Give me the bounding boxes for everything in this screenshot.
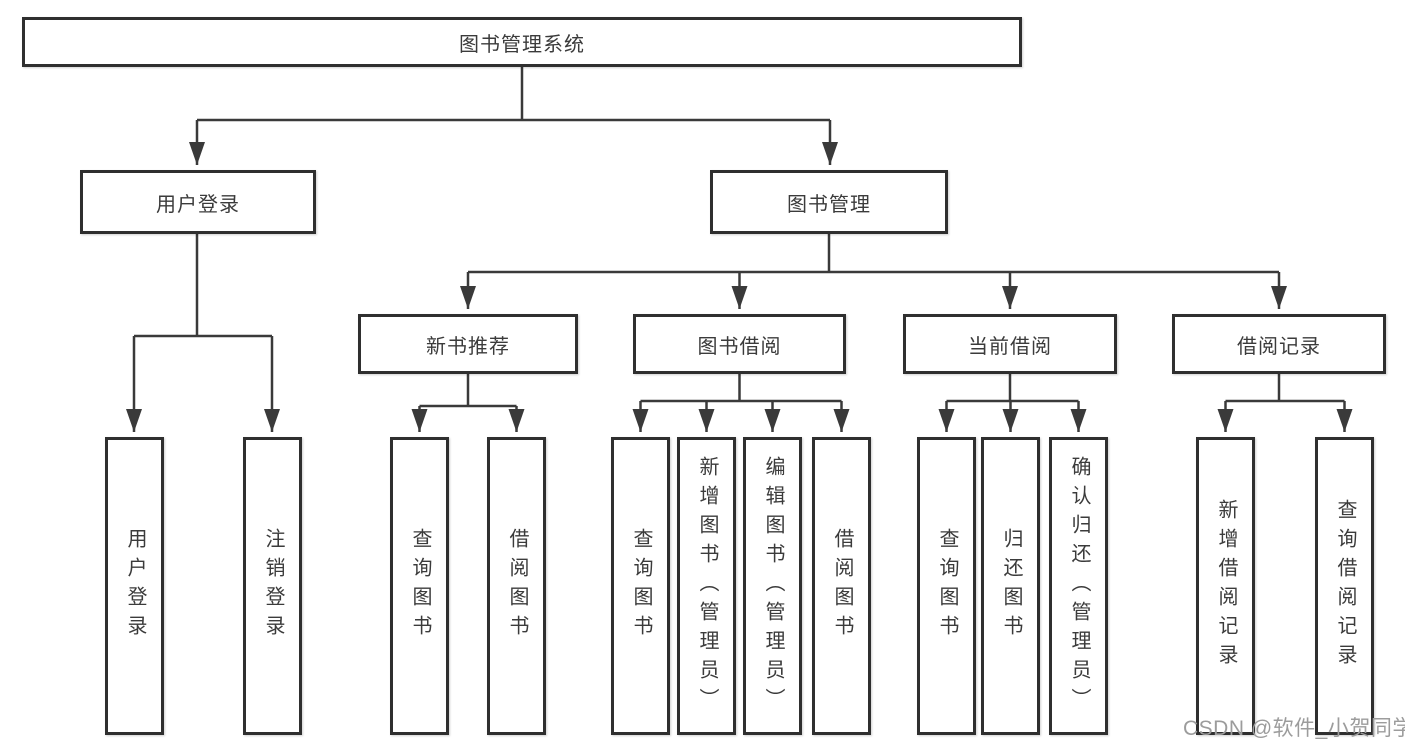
leaf-confirm-return-admin: 确认归还（管理员） <box>1049 437 1108 735</box>
node-current-borrowing: 当前借阅 <box>903 314 1117 374</box>
leaf-query-borrow-record: 查询借阅记录 <box>1315 437 1374 735</box>
node-library-management-system: 图书管理系统 <box>22 17 1022 67</box>
leaf-return-books: 归还图书 <box>981 437 1040 735</box>
node-new-book-recommend: 新书推荐 <box>358 314 578 374</box>
leaf-query-books-recommend: 查询图书 <box>390 437 449 735</box>
csdn-watermark: CSDN @软件_小贺同学 <box>1183 717 1405 740</box>
node-user-login: 用户登录 <box>80 170 316 234</box>
node-borrow-records: 借阅记录 <box>1172 314 1386 374</box>
leaf-logout: 注销登录 <box>243 437 302 735</box>
leaf-borrow-books-recommend: 借阅图书 <box>487 437 546 735</box>
leaf-add-books-admin: 新增图书（管理员） <box>677 437 736 735</box>
leaf-borrow-books-borrowing: 借阅图书 <box>812 437 871 735</box>
leaf-query-books-borrowing: 查询图书 <box>611 437 670 735</box>
node-book-borrowing: 图书借阅 <box>633 314 846 374</box>
leaf-user-login: 用户登录 <box>105 437 164 735</box>
leaf-add-borrow-record: 新增借阅记录 <box>1196 437 1255 735</box>
leaf-query-books-current: 查询图书 <box>917 437 976 735</box>
leaf-edit-books-admin: 编辑图书（管理员） <box>743 437 802 735</box>
node-book-management: 图书管理 <box>710 170 948 234</box>
